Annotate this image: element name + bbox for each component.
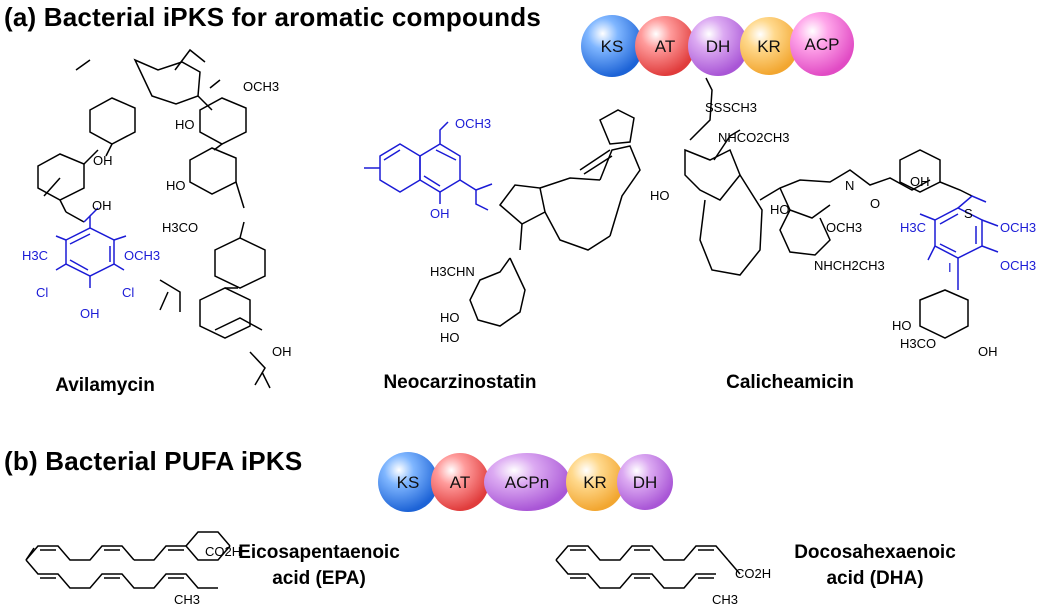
svg-text:CO2H: CO2H [205, 544, 241, 559]
svg-text:H3C: H3C [22, 248, 48, 263]
svg-text:H3CO: H3CO [162, 220, 198, 235]
svg-text:CH3: CH3 [174, 592, 200, 607]
domain-dh-b: DH [617, 454, 673, 510]
svg-text:OH: OH [978, 344, 998, 359]
dha-labels: CO2H CH3 [712, 566, 771, 607]
panel-b-heading: (b) Bacterial PUFA iPKS [4, 446, 303, 476]
svg-text:AT: AT [655, 37, 675, 56]
svg-text:HO: HO [892, 318, 912, 333]
compound-name-epa: Eicosapentaenoic acid (EPA) [234, 540, 404, 592]
domain-at-a: AT [635, 16, 695, 76]
svg-text:H3CHN: H3CHN [430, 264, 475, 279]
domain-acpn-b: ACPn [484, 453, 570, 511]
svg-text:HO: HO [440, 330, 460, 345]
structure-dha [555, 545, 741, 589]
svg-text:OCH3: OCH3 [1000, 220, 1036, 235]
domain-ks-b: KS [378, 452, 438, 512]
panel-a-domains: KS AT DH KR ACP [581, 12, 854, 77]
structure-calicheamicin [684, 77, 999, 339]
svg-text:OH: OH [910, 174, 930, 189]
domain-ks-a: KS [581, 15, 643, 77]
svg-text:OH: OH [272, 344, 292, 359]
svg-text:ACP: ACP [805, 35, 840, 54]
neocarzinostatin-labels: OCH3 OH H3CHN HO HO [430, 116, 491, 345]
svg-text:CH3: CH3 [712, 592, 738, 607]
svg-text:SSSCH3: SSSCH3 [705, 100, 757, 115]
svg-text:Cl: Cl [36, 285, 48, 300]
compound-name-avilamycin: Avilamycin [55, 375, 155, 396]
svg-text:ACPn: ACPn [505, 473, 549, 492]
svg-text:OCH3: OCH3 [243, 79, 279, 94]
dha-name-line2: acid (DHA) [826, 568, 924, 589]
svg-text:OCH3: OCH3 [826, 220, 862, 235]
svg-text:OH: OH [430, 206, 450, 221]
svg-text:OCH3: OCH3 [1000, 258, 1036, 273]
svg-text:OCH3: OCH3 [124, 248, 160, 263]
epa-name-line2: acid (EPA) [272, 568, 366, 589]
svg-text:HO: HO [650, 188, 670, 203]
domain-kr-b: KR [566, 453, 624, 511]
epa-name-line1: Eicosapentaenoic [238, 542, 400, 563]
svg-text:OH: OH [93, 153, 113, 168]
svg-text:Cl: Cl [122, 285, 134, 300]
structure-neocarzinostatin [364, 109, 641, 327]
avilamycin-labels: OCH3 HO OH HO H3CO OH OH H3C OCH3 Cl Cl … [22, 79, 292, 359]
svg-text:AT: AT [450, 473, 470, 492]
svg-text:OH: OH [80, 306, 100, 321]
panel-a-heading: (a) Bacterial iPKS for aromatic compound… [4, 2, 541, 32]
svg-text:KR: KR [757, 37, 781, 56]
domain-at-b: AT [431, 453, 489, 511]
svg-text:KS: KS [397, 473, 420, 492]
svg-text:HO: HO [175, 117, 195, 132]
svg-text:N: N [845, 178, 854, 193]
svg-text:S: S [964, 206, 973, 221]
epa-labels: CO2H CH3 [174, 544, 241, 607]
domain-dh-a: DH [688, 16, 748, 76]
svg-text:OH: OH [92, 198, 112, 213]
svg-text:HO: HO [166, 178, 186, 193]
calicheamicin-labels: SSSCH3 NHCO2CH3 HO HO N O OH S OCH3 NHCH… [650, 100, 1036, 359]
svg-text:KR: KR [583, 473, 607, 492]
svg-text:HO: HO [770, 202, 790, 217]
svg-text:O: O [870, 196, 880, 211]
svg-text:DH: DH [706, 37, 731, 56]
svg-text:H3CO: H3CO [900, 336, 936, 351]
svg-text:OCH3: OCH3 [455, 116, 491, 131]
svg-text:HO: HO [440, 310, 460, 325]
panel-b-domains: KS AT ACPn KR DH [378, 452, 673, 512]
structure-avilamycin [37, 48, 271, 389]
compound-name-neocarzinostatin: Neocarzinostatin [383, 372, 537, 393]
domain-kr-a: KR [740, 17, 798, 75]
domain-acp-a: ACP [790, 12, 854, 76]
svg-text:I: I [948, 260, 952, 275]
compound-name-calicheamicin: Calicheamicin [726, 372, 854, 393]
svg-text:DH: DH [633, 473, 658, 492]
svg-text:KS: KS [601, 37, 624, 56]
svg-text:NHCO2CH3: NHCO2CH3 [718, 130, 790, 145]
svg-text:H3C: H3C [900, 220, 926, 235]
dha-name-line1: Docosahexaenoic [794, 542, 956, 563]
svg-text:NHCH2CH3: NHCH2CH3 [814, 258, 885, 273]
structure-epa [25, 531, 231, 589]
compound-name-dha: Docosahexaenoic acid (DHA) [790, 540, 960, 592]
svg-text:CO2H: CO2H [735, 566, 771, 581]
